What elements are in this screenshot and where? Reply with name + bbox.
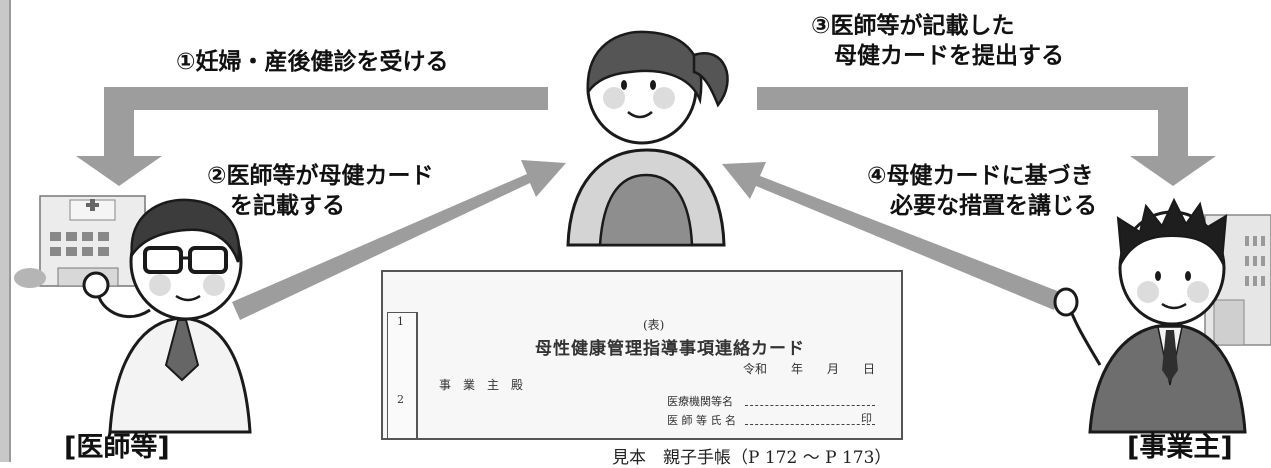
card-date-row: 令和 年 月 日 [743,362,876,376]
doctor-role-label: [医師等] [64,432,170,463]
employer-figure [1053,197,1247,434]
arrow-step4 [722,162,1060,310]
card-doctor-name-label: 医 師 等 氏 名 [667,414,736,427]
arrow-step1 [76,87,548,186]
card-institution-line [745,405,875,406]
step2-label: ②医師等が母健カード を記載する [207,163,434,219]
card-institution-label: 医療機関等名 [667,395,733,408]
sample-caption: 見本 親子手帳（P 172 ～ P 173） [612,448,892,468]
card-doctor-name-line [745,424,875,425]
page-edge-strip [0,0,11,462]
card-side-tab: 1 2 [387,312,418,438]
doctor-figure [82,198,252,434]
step3-label: ③医師等が記載した 母健カードを提出する [811,13,1064,69]
maternal-health-card-sample: 1 2 (表) 母性健康管理指導事項連絡カード 令和 年 月 日 事 業 主 殿… [381,270,903,440]
arrow-step3 [757,87,1216,186]
mother-figure [566,30,729,247]
step1-label: ①妊婦・産後健診を受ける [176,49,449,75]
card-table-label: (表) [643,318,665,332]
step4-label: ④母健カードに基づき 必要な措置を講じる [867,163,1097,219]
card-title: 母性健康管理指導事項連絡カード [535,339,805,359]
employer-role-label: [事業主] [1127,432,1233,463]
arrow-step2 [232,160,566,320]
card-employer-line: 事 業 主 殿 [439,378,524,392]
hospital-icon [14,195,146,288]
card-seal-mark: 印 [861,412,872,425]
